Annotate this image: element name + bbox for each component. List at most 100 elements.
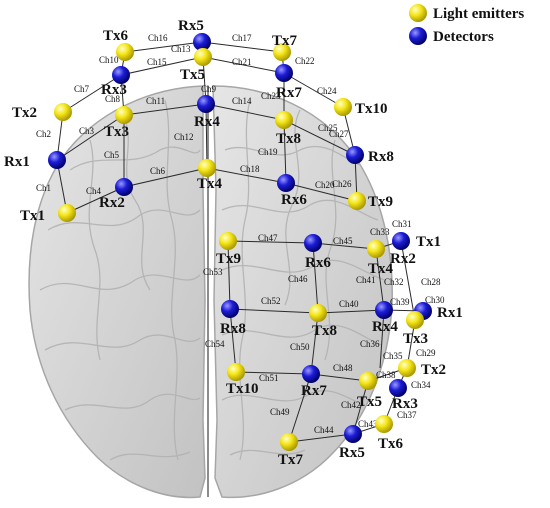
detector-optode [392, 232, 410, 250]
emitter-optode [348, 192, 366, 210]
channel-label: Ch27 [329, 129, 349, 139]
emitter-optode [116, 43, 134, 61]
detector-optode [304, 234, 322, 252]
optode-label: Tx8 [276, 131, 301, 147]
channel-label: Ch15 [147, 57, 167, 67]
optode-label: Rx6 [281, 192, 307, 208]
optode-label: Rx2 [99, 195, 125, 211]
channel-label: Ch21 [232, 57, 252, 67]
emitter-optode [219, 232, 237, 250]
optode-label: Tx4 [368, 261, 394, 277]
channel-label: Ch12 [174, 132, 194, 142]
channel-label: Ch48 [333, 363, 353, 373]
optode-label: Tx5 [180, 67, 205, 83]
frontal-optode-labels: Tx6 Rx5 Tx7 Rx3 Tx5 Rx7 Tx2 Tx3 Rx4 Tx8 … [4, 18, 394, 224]
channel-label: Ch13 [171, 44, 191, 54]
channel-label: Ch30 [425, 295, 445, 305]
legend-detector-label: Detectors [433, 29, 494, 45]
channel-label: Ch7 [74, 84, 90, 94]
channel-label: Ch3 [79, 126, 95, 136]
optode-label: Tx1 [416, 234, 441, 250]
channel-label: Ch37 [397, 410, 417, 420]
channel-label: Ch38 [376, 370, 396, 380]
channel-label: Ch1 [36, 183, 51, 193]
optode-label: Rx6 [305, 255, 331, 271]
channel-label: Ch34 [411, 380, 431, 390]
optode-label: Tx1 [20, 208, 45, 224]
channel-label: Ch40 [339, 299, 359, 309]
channel-label: Ch6 [150, 166, 166, 176]
channel-label: Ch42 [341, 400, 361, 410]
emitter-optode [194, 48, 212, 66]
optode-label: Rx3 [392, 396, 418, 412]
optode-label: Tx3 [104, 124, 129, 140]
channel-label: Ch26 [332, 179, 352, 189]
detector-optode [277, 174, 295, 192]
frontal-channel-labels: Ch16 Ch17 Ch13 Ch10 Ch15 Ch21 Ch22 Ch7 C… [36, 33, 352, 196]
optode-label: Tx9 [216, 251, 241, 267]
detector-optode [302, 365, 320, 383]
optode-label: Rx5 [178, 18, 204, 34]
optode-label: Tx6 [103, 28, 129, 44]
optode-label: Rx4 [372, 319, 398, 335]
legend-emitter-swatch [409, 4, 427, 22]
channel-label: Ch31 [392, 219, 412, 229]
optode-label: Rx5 [339, 445, 365, 461]
emitter-optode [275, 111, 293, 129]
optode-label: Rx8 [368, 149, 394, 165]
channel-label: Ch53 [203, 267, 223, 277]
optode-label: Tx5 [357, 394, 382, 410]
channel-label: Ch10 [99, 55, 119, 65]
channel-label: Ch54 [205, 339, 225, 349]
detector-optode [275, 64, 293, 82]
optode-label: Rx4 [194, 114, 220, 130]
detector-optode [346, 146, 364, 164]
emitter-optode [309, 304, 327, 322]
optode-label: Tx3 [403, 331, 428, 347]
emitter-optode [334, 98, 352, 116]
channel-label: Ch17 [232, 33, 252, 43]
detector-optode [389, 379, 407, 397]
optode-label: Tx2 [12, 105, 37, 121]
optode-label: Rx3 [101, 82, 127, 98]
detector-optode [48, 151, 66, 169]
emitter-optode [198, 159, 216, 177]
detector-optode [221, 300, 239, 318]
optode-label: Tx7 [272, 33, 298, 49]
channel-label: Ch32 [384, 277, 404, 287]
channel-label: Ch33 [370, 227, 390, 237]
brain-top-view [28, 85, 393, 499]
detector-optode [193, 33, 211, 51]
channel-label: Ch52 [261, 296, 281, 306]
channel-label: Ch41 [356, 275, 376, 285]
optode-label: Rx7 [276, 85, 302, 101]
frontal-optodes [48, 33, 366, 222]
emitter-optode [359, 372, 377, 390]
brain-right-hemisphere [212, 85, 393, 499]
emitter-optode [273, 43, 291, 61]
detector-optode [197, 95, 215, 113]
channel-label: Ch29 [416, 348, 436, 358]
optode-label: Rx7 [301, 383, 327, 399]
optode-label: Tx2 [421, 362, 446, 378]
channel-label: Ch2 [36, 129, 51, 139]
optode-label: Tx10 [226, 381, 259, 397]
channel-label: Ch25 [318, 123, 338, 133]
channel-label: Ch8 [105, 94, 121, 104]
detector-optode [112, 66, 130, 84]
detector-optode [344, 425, 362, 443]
channel-label: Ch18 [240, 164, 260, 174]
channel-label: Ch43 [358, 419, 378, 429]
optode-label: Rx8 [220, 321, 246, 337]
emitter-optode [375, 415, 393, 433]
optode-label: Tx7 [278, 452, 304, 468]
emitter-optode [58, 204, 76, 222]
optode-label: Rx2 [390, 251, 416, 267]
legend-emitter-label: Light emitters [433, 6, 524, 22]
channel-label: Ch16 [148, 33, 168, 43]
emitter-optode [227, 363, 245, 381]
emitter-optode [115, 106, 133, 124]
parietal-optode-labels: Tx9 Rx6 Tx4 Rx2 Tx1 Rx8 Tx8 Rx4 Rx1 Tx3 … [216, 234, 463, 468]
emitter-optode [367, 240, 385, 258]
